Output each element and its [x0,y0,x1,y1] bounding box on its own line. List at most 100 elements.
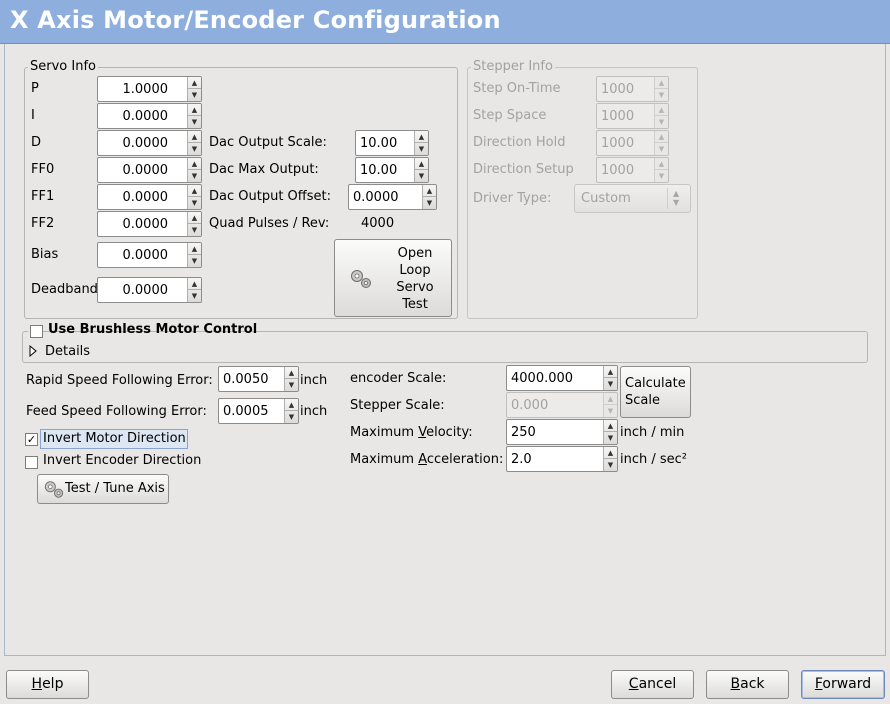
spin-up-icon[interactable]: ▲ [415,158,428,170]
ff0-spinbox[interactable]: ▲▼ [97,157,202,183]
quad-pulses-label: Quad Pulses / Rev: [209,216,330,231]
ff1-spinbox[interactable]: ▲▼ [97,184,202,210]
spin-up-icon[interactable]: ▲ [604,366,617,378]
forward-button[interactable]: Forward [801,670,885,699]
spin-up-icon[interactable]: ▲ [188,278,201,290]
invert-motor-label[interactable]: Invert Motor Direction [43,431,186,446]
bias-input[interactable] [98,243,186,267]
encoder-scale-spinbox[interactable]: ▲▼ [506,365,618,391]
open-loop-label-2: Loop [399,263,431,278]
dac-output-offset-input[interactable] [349,185,422,209]
spin-down-icon[interactable]: ▼ [191,172,198,180]
max-acceleration-spinbox[interactable]: ▲▼ [506,446,618,472]
invert-encoder-label[interactable]: Invert Encoder Direction [43,453,202,468]
max-acceleration-unit: inch / sec² [620,452,688,467]
spin-up-icon: ▲ [655,158,668,170]
param-label-ff0: FF0 [31,162,55,177]
bias-spinbox[interactable]: ▲▼ [97,242,202,268]
i-input[interactable] [98,104,186,128]
spin-up-icon[interactable]: ▲ [188,212,201,224]
rapid-following-error-spinbox[interactable]: ▲▼ [218,366,299,392]
dac-output-scale-spinbox[interactable]: ▲▼ [355,130,429,156]
p-spinbox[interactable]: ▲▼ [97,76,202,102]
spin-up-icon[interactable]: ▲ [188,104,201,116]
i-spinbox[interactable]: ▲▼ [97,103,202,129]
d-input[interactable] [98,131,186,155]
spin-down-icon[interactable]: ▼ [607,434,614,442]
help-button[interactable]: Help [6,670,89,699]
calculate-scale-button[interactable]: Calculate Scale [620,366,691,418]
dac-max-output-input[interactable] [356,158,414,182]
invert-motor-checkbox[interactable]: ✓ [25,433,38,446]
dac-max-output-spinbox[interactable]: ▲▼ [355,157,429,183]
invert-encoder-checkbox[interactable] [25,456,38,469]
spin-up-icon[interactable]: ▲ [188,158,201,170]
help-mnemonic: H [31,676,43,692]
details-expander[interactable]: Details [45,344,91,359]
deadband-input[interactable] [98,278,186,302]
spin-down-icon[interactable]: ▼ [288,381,295,389]
dac-output-scale-input[interactable] [356,131,414,155]
spin-up-icon[interactable]: ▲ [188,243,201,255]
use-brushless-label[interactable]: Use Brushless Motor Control [48,322,258,337]
param-label-ff1: FF1 [31,189,55,204]
max-acceleration-label-post: cceleration: [426,452,504,467]
rapid-following-error-input[interactable] [219,367,284,391]
max-velocity-input[interactable] [507,420,603,444]
spin-down-icon[interactable]: ▼ [191,199,198,207]
direction-hold-input [597,131,654,155]
dac-output-offset-label: Dac Output Offset: [209,189,331,204]
spin-up-icon[interactable]: ▲ [604,420,617,432]
max-velocity-spinbox[interactable]: ▲▼ [506,419,618,445]
d-spinbox[interactable]: ▲▼ [97,130,202,156]
feed-following-error-spinbox[interactable]: ▲▼ [218,398,299,424]
ff1-input[interactable] [98,185,186,209]
spin-down-icon[interactable]: ▼ [191,118,198,126]
spin-down-icon[interactable]: ▼ [288,413,295,421]
open-loop-label-1: Open [397,246,433,261]
expander-arrow-icon[interactable] [29,345,37,357]
spin-down-icon[interactable]: ▼ [426,199,433,207]
param-label-p: P [31,81,39,96]
spin-up-icon[interactable]: ▲ [285,399,298,411]
max-velocity-unit: inch / min [620,425,685,440]
ff0-input[interactable] [98,158,186,182]
spin-up-icon[interactable]: ▲ [188,77,201,89]
spin-down-icon[interactable]: ▼ [191,257,198,265]
spin-down-icon[interactable]: ▼ [418,145,425,153]
invert-motor-focus [40,429,188,449]
ff2-spinbox[interactable]: ▲▼ [97,211,202,237]
servo-info-frame [24,67,458,319]
test-tune-axis-button[interactable]: Test / Tune Axis [37,474,169,504]
max-velocity-label-mnemonic: V [418,425,427,440]
open-loop-servo-test-button[interactable]: Open Loop Servo Test [334,239,452,317]
spin-down-icon[interactable]: ▼ [191,91,198,99]
ff2-input[interactable] [98,212,186,236]
gears-icon [44,481,64,498]
param-label-i: I [31,108,35,123]
spin-down-icon[interactable]: ▼ [607,380,614,388]
spin-up-icon[interactable]: ▲ [604,447,617,459]
use-brushless-checkbox[interactable] [30,325,43,338]
spin-down-icon[interactable]: ▼ [191,226,198,234]
spin-down-icon[interactable]: ▼ [418,172,425,180]
deadband-spinbox[interactable]: ▲▼ [97,277,202,303]
spin-up-icon[interactable]: ▲ [423,185,436,197]
encoder-scale-input[interactable] [507,366,603,390]
spin-up-icon[interactable]: ▲ [285,367,298,379]
spin-down-icon[interactable]: ▼ [607,461,614,469]
dac-output-offset-spinbox[interactable]: ▲▼ [348,184,437,210]
cancel-button[interactable]: Cancel [611,670,694,699]
spin-down-icon: ▼ [658,118,665,126]
p-input[interactable] [98,77,186,101]
max-acceleration-label: Maximum Acceleration: [350,452,503,467]
spin-down-icon[interactable]: ▼ [191,145,198,153]
back-button[interactable]: Back [706,670,789,699]
spin-down-icon[interactable]: ▼ [191,292,198,300]
feed-following-error-input[interactable] [219,399,284,423]
max-acceleration-input[interactable] [507,447,603,471]
spin-up-icon[interactable]: ▲ [415,131,428,143]
spin-up-icon[interactable]: ▲ [188,131,201,143]
spin-up-icon[interactable]: ▲ [188,185,201,197]
spin-up-icon: ▲ [655,131,668,143]
